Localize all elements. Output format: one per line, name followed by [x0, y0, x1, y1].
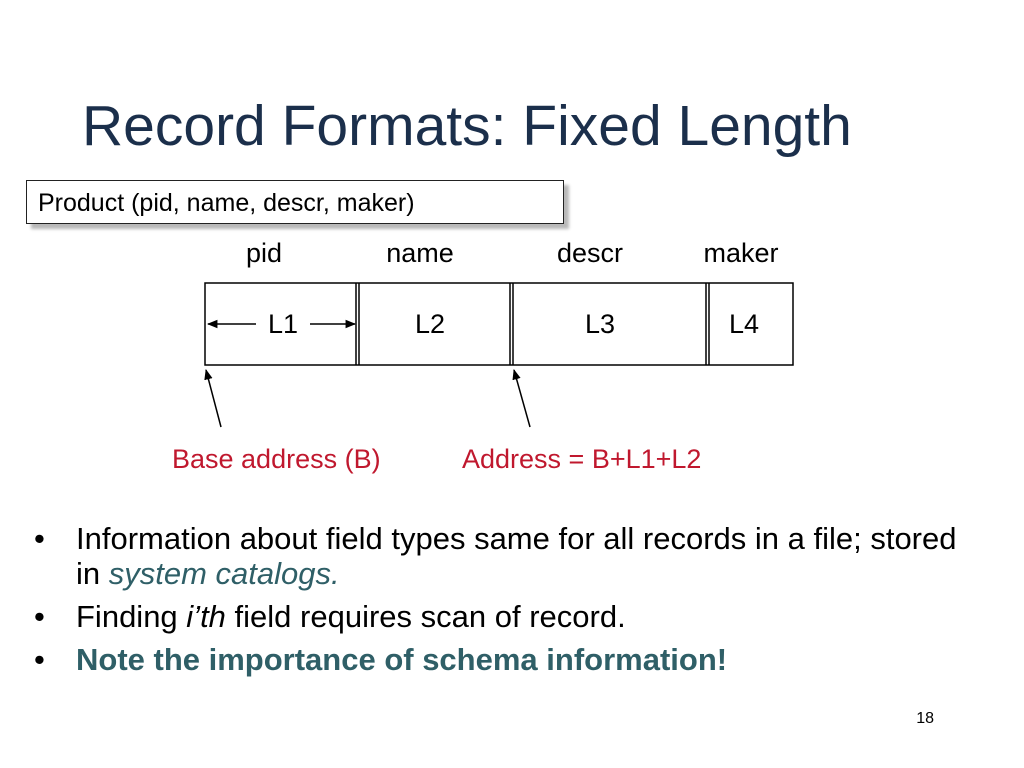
cell-label-l3: L3: [584, 309, 616, 339]
field-header-descr: descr: [556, 238, 624, 268]
cell-label-l1: L1: [267, 309, 299, 339]
field-header-maker: maker: [703, 238, 779, 268]
offset-address-arrow: [512, 368, 531, 428]
bullet-item: • Note the importance of schema informat…: [30, 642, 970, 677]
bullet-text: Information about field types same for a…: [76, 521, 957, 591]
page-number: 18: [916, 710, 934, 727]
bullet-glyph: •: [34, 521, 45, 556]
base-address-label: Base address (B): [172, 444, 381, 474]
bullet-strong-text: Note the importance of schema informatio…: [76, 642, 728, 677]
base-address-arrow: [204, 368, 222, 428]
bullet-item: • Information about field types same for…: [30, 521, 970, 591]
bullet-emphasis: i’th: [186, 599, 226, 634]
schema-callout: Product (pid, name, descr, maker): [26, 180, 564, 224]
bullet-text: field requires scan of record.: [225, 599, 626, 634]
bullet-glyph: •: [34, 599, 45, 634]
address-formula-label: Address = B+L1+L2: [462, 444, 702, 474]
record-outline: [204, 282, 794, 366]
bullet-emphasis: system catalogs.: [108, 556, 340, 591]
field-header-pid: pid: [245, 238, 283, 268]
record-cells: [204, 282, 794, 366]
cell-label-l4: L4: [728, 309, 760, 339]
bullet-text: Finding: [76, 599, 187, 634]
bullet-glyph: •: [34, 642, 45, 677]
cell-label-l2: L2: [414, 309, 446, 339]
bullet-item: • Finding i’th field requires scan of re…: [30, 599, 970, 634]
field-header-name: name: [386, 238, 454, 268]
slide-title: Record Formats: Fixed Length: [82, 94, 852, 158]
bullet-list: • Information about field types same for…: [30, 521, 970, 685]
